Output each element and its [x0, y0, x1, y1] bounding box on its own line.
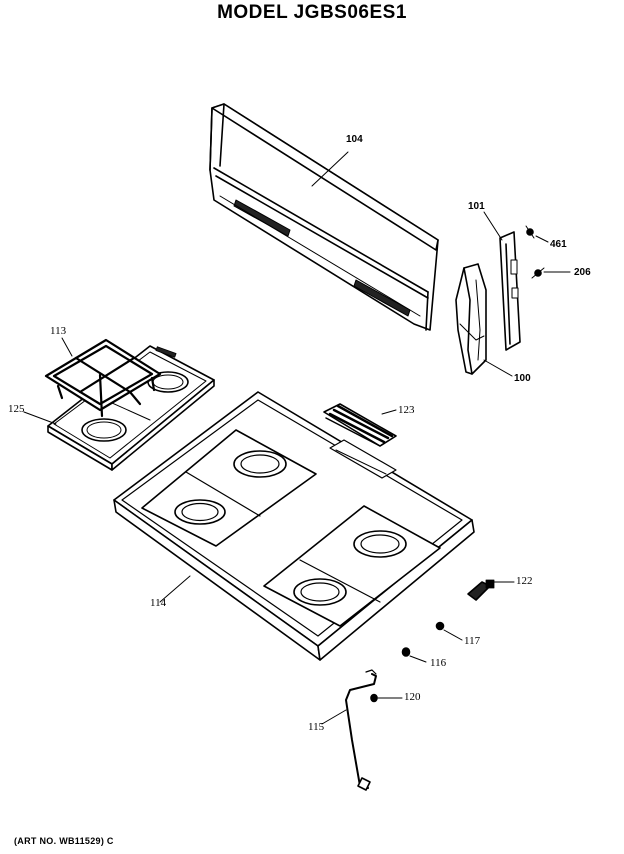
label-125: 125 — [8, 403, 25, 415]
label-123: 123 — [398, 404, 415, 416]
backguard-panel — [210, 104, 438, 330]
leader-123 — [382, 410, 396, 414]
label-100: 100 — [514, 373, 531, 384]
leader-114 — [160, 576, 190, 602]
cooktop-114 — [114, 392, 474, 660]
part-117 — [437, 623, 444, 630]
screw-206 — [532, 268, 544, 278]
leader-116 — [410, 656, 426, 662]
label-115: 115 — [308, 721, 325, 733]
clip-122 — [468, 580, 494, 600]
screw-461 — [526, 226, 534, 238]
label-461: 461 — [550, 239, 567, 250]
leader-117 — [444, 630, 462, 640]
end-cap-100 — [456, 264, 486, 374]
leader-101 — [484, 212, 502, 240]
diagram-title: MODEL JGBS06ES1 — [217, 2, 407, 23]
label-101: 101 — [468, 201, 485, 212]
art-number: (ART NO. WB11529) C — [14, 836, 114, 846]
leader-115 — [322, 710, 346, 724]
label-117: 117 — [464, 635, 481, 647]
part-120 — [371, 695, 377, 702]
label-113: 113 — [50, 325, 67, 337]
label-122: 122 — [516, 575, 533, 587]
label-104: 104 — [346, 134, 363, 145]
part-116 — [403, 648, 410, 656]
leader-100 — [484, 360, 512, 376]
label-114: 114 — [150, 597, 167, 609]
burner-tray-125 — [48, 346, 214, 470]
vent-grille-123 — [324, 404, 396, 446]
label-120: 120 — [404, 691, 421, 703]
tube-115 — [346, 670, 376, 790]
leader-104 — [312, 152, 348, 186]
grate-113 — [46, 340, 160, 416]
side-trim-101 — [500, 232, 520, 350]
label-206: 206 — [574, 267, 591, 278]
leader-113 — [62, 338, 72, 356]
leader-461 — [536, 236, 548, 242]
leader-125 — [24, 412, 56, 424]
label-116: 116 — [430, 657, 447, 669]
